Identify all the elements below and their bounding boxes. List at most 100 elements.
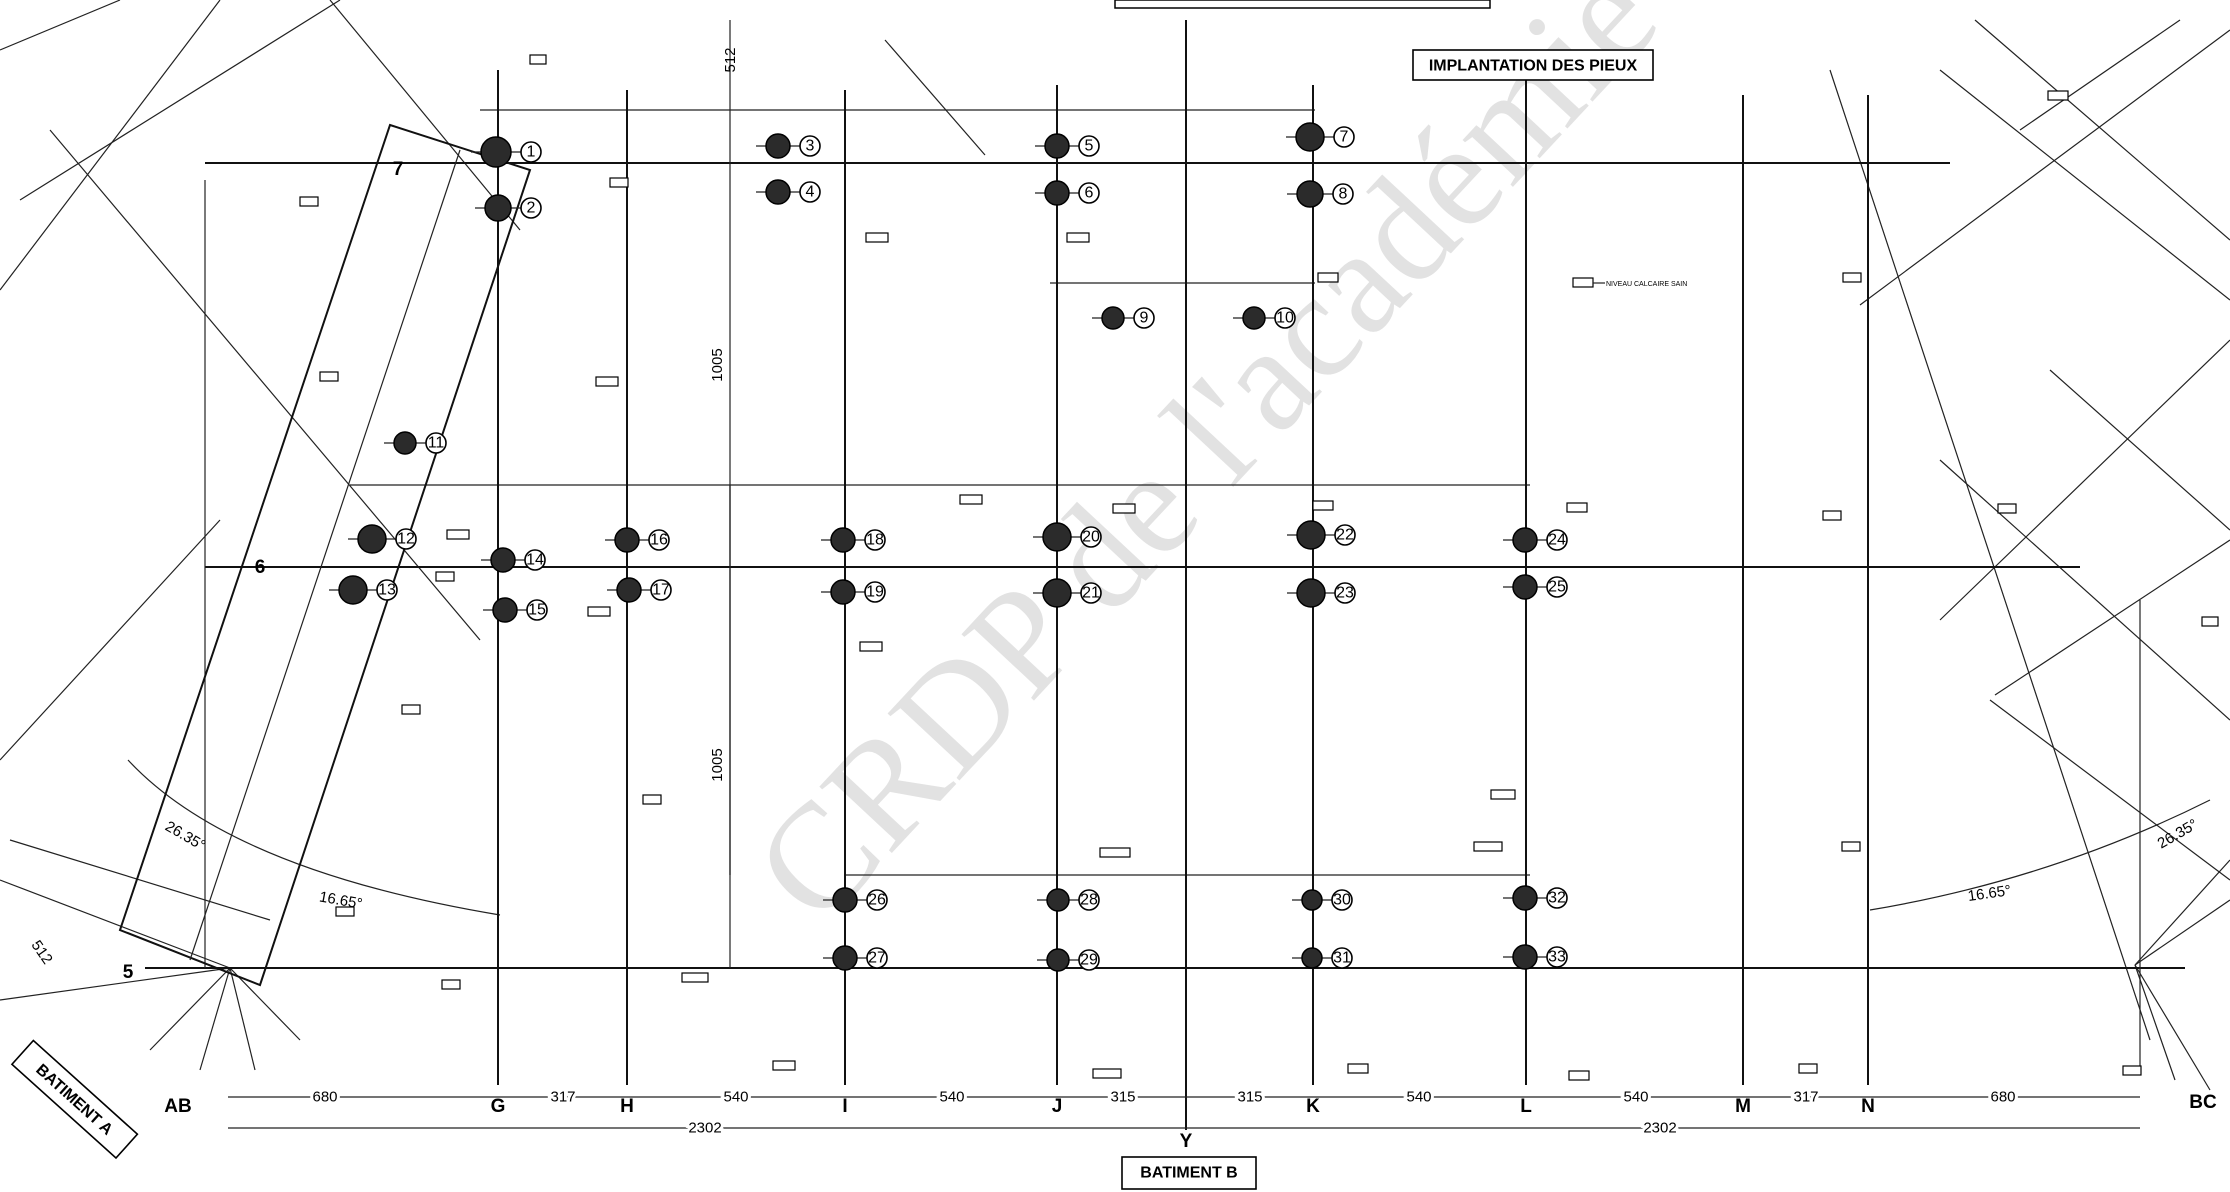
pile-number: 8 [1339, 186, 1348, 203]
pile-7: 7 [1286, 122, 1355, 152]
pile-number: 30 [1333, 892, 1351, 909]
pile-number: 3 [806, 138, 815, 155]
pile-number: 31 [1333, 950, 1351, 967]
pile-marker [1101, 306, 1125, 330]
pile-marker [832, 945, 858, 971]
svg-text:315: 315 [1237, 1089, 1262, 1106]
angle-label: 16.65° [1967, 882, 2012, 905]
pile-marker [1295, 122, 1325, 152]
building-b-label: BATIMENT B [1121, 1156, 1257, 1190]
pile-marker [1042, 522, 1072, 552]
pile-12: 12 [348, 524, 417, 554]
pile-number: 29 [1080, 952, 1098, 969]
pile-marker [357, 524, 387, 554]
pile-number: 24 [1548, 532, 1566, 549]
pile-10: 10 [1233, 306, 1296, 330]
svg-text:512: 512 [722, 47, 739, 72]
pile-marker [830, 527, 856, 553]
svg-text:512: 512 [28, 937, 56, 967]
axis-label-k: K [1306, 1096, 1320, 1117]
pile-marker [1044, 133, 1070, 159]
pile-29: 29 [1037, 948, 1100, 972]
pile-17: 17 [607, 577, 672, 603]
svg-text:NIVEAU CALCAIRE SAIN: NIVEAU CALCAIRE SAIN [1606, 281, 1687, 288]
pile-marker [1242, 306, 1266, 330]
pile-marker [1296, 180, 1324, 208]
pile-marker [480, 136, 512, 168]
pile-marker [490, 547, 516, 573]
building-a-label: BATIMENT A [10, 1039, 139, 1160]
axis-label-m: M [1735, 1096, 1751, 1117]
svg-text:540: 540 [1406, 1089, 1431, 1106]
pile-23: 23 [1287, 578, 1356, 608]
pile-marker [1512, 574, 1538, 600]
svg-text:1005: 1005 [709, 748, 726, 781]
bottom-dimensions: 680 317 540 540 315 315 540 540 317 680 … [228, 1086, 2140, 1140]
pile-marker [616, 577, 642, 603]
pile-marker [765, 179, 791, 205]
axis-labels: AB G H I J Y K L M N BC 7 6 5 [123, 159, 2217, 1152]
pile-24: 24 [1503, 527, 1568, 553]
axis-label-5: 5 [123, 962, 134, 983]
svg-text:540: 540 [939, 1089, 964, 1106]
svg-text:2302: 2302 [1643, 1120, 1676, 1137]
svg-text:1005: 1005 [709, 348, 726, 381]
pile-26: 26 [823, 887, 888, 913]
vertical-dimensions: 1005 1005 512 512 [28, 47, 739, 967]
pile-32: 32 [1503, 885, 1568, 911]
axis-label-h: H [620, 1096, 634, 1117]
pile-number: 18 [866, 532, 884, 549]
svg-text:317: 317 [1793, 1089, 1818, 1106]
pile-number: 16 [650, 532, 668, 549]
axis-label-g: G [491, 1096, 506, 1117]
pile-number: 1 [527, 144, 536, 161]
pile-11: 11 [384, 431, 447, 455]
pile-28: 28 [1037, 888, 1100, 912]
pile-2: 2 [475, 194, 542, 222]
pile-marker [830, 579, 856, 605]
pile-number: 17 [652, 582, 670, 599]
pile-25: 25 [1503, 574, 1568, 600]
pile-marker [614, 527, 640, 553]
pile-21: 21 [1033, 578, 1102, 608]
pile-22: 22 [1287, 520, 1356, 550]
pile-number: 28 [1080, 892, 1098, 909]
pile-number: 7 [1340, 129, 1349, 146]
pile-8: 8 [1287, 180, 1354, 208]
axis-label-i: I [842, 1096, 847, 1117]
angle-label: 26.35° [162, 818, 208, 854]
pile-number: 33 [1548, 949, 1566, 966]
pile-20: 20 [1033, 522, 1102, 552]
pile-marker [765, 133, 791, 159]
pile-14: 14 [481, 547, 546, 573]
svg-text:540: 540 [1623, 1089, 1648, 1106]
svg-text:315: 315 [1110, 1089, 1135, 1106]
pile-number: 12 [397, 531, 415, 548]
pile-number: 9 [1140, 310, 1149, 327]
svg-text:680: 680 [312, 1089, 337, 1106]
pile-31: 31 [1292, 947, 1353, 969]
pile-marker [1301, 889, 1323, 911]
svg-text:680: 680 [1990, 1089, 2015, 1106]
pile-18: 18 [821, 527, 886, 553]
axis-label-l: L [1520, 1096, 1532, 1117]
axis-label-7: 7 [393, 159, 404, 180]
pile-4: 4 [756, 179, 821, 205]
pile-marker [832, 887, 858, 913]
inclined-strip [118, 123, 532, 987]
watermark: CRDP de l'académie de Montpellier [723, 0, 2230, 953]
pile-number: 26 [868, 892, 886, 909]
pile-number: 11 [428, 435, 445, 452]
pile-30: 30 [1292, 889, 1353, 911]
pile-number: 14 [526, 552, 544, 569]
pile-number: 2 [527, 200, 536, 217]
pile-marker [1042, 578, 1072, 608]
limestone-level-note: NIVEAU CALCAIRE SAIN [1572, 277, 1687, 288]
pile-number: 6 [1085, 185, 1094, 202]
pile-3: 3 [756, 133, 821, 159]
pile-marker [1044, 180, 1070, 206]
pile-number: 32 [1548, 890, 1566, 907]
pile-6: 6 [1035, 180, 1100, 206]
svg-text:540: 540 [723, 1089, 748, 1106]
